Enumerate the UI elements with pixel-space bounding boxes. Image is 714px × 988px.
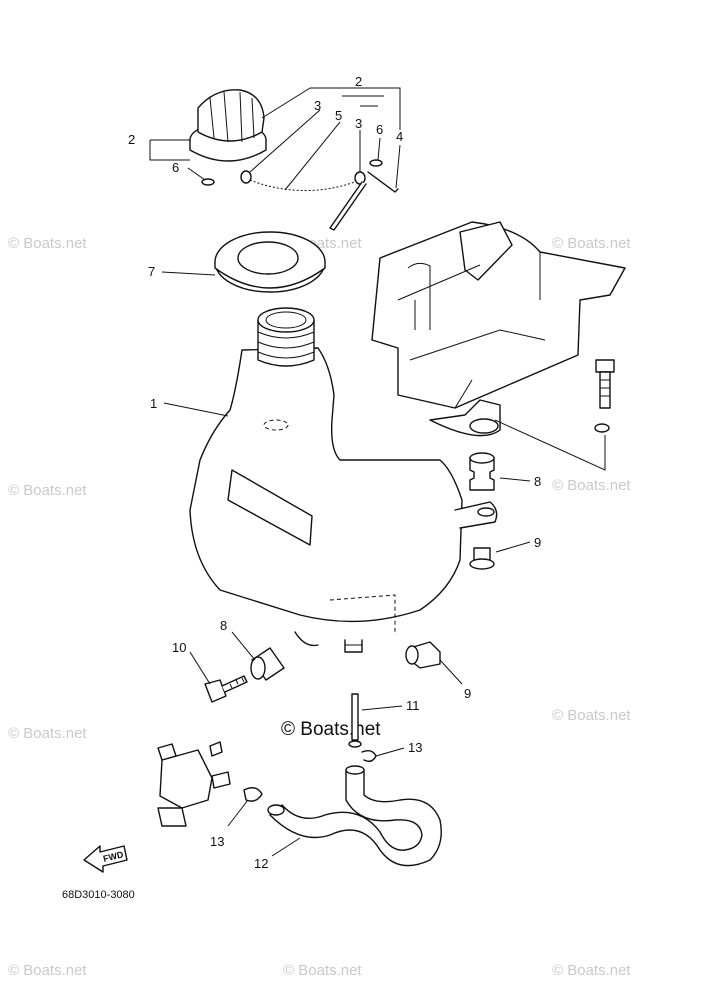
callout-9-lower: 9 [464, 686, 471, 701]
forward-arrow-icon: FWD [83, 845, 128, 873]
collar-upper [469, 547, 495, 570]
callout-1: 1 [150, 396, 157, 411]
callout-2-left: 2 [128, 132, 135, 147]
pin-11 [348, 693, 362, 748]
callout-4: 4 [396, 129, 403, 144]
clip-13-right [361, 749, 377, 763]
watermark: © Boats.net [283, 962, 362, 979]
callout-10: 10 [172, 640, 186, 655]
callout-8-left: 8 [220, 618, 227, 633]
callout-6-right: 6 [376, 122, 383, 137]
clip-13-left [243, 787, 263, 802]
callout-2-top: 2 [355, 74, 362, 89]
callout-3-right: 3 [355, 116, 362, 131]
collar-lower [405, 641, 441, 669]
callout-7: 7 [148, 264, 155, 279]
callout-6-left: 6 [172, 160, 179, 175]
grommet-upper [469, 452, 495, 491]
watermark: © Boats.net [552, 707, 631, 724]
fwd-label: FWD [102, 849, 125, 864]
watermark: © Boats.net [8, 235, 87, 252]
mounting-bracket [371, 221, 626, 471]
fuel-joint [157, 741, 231, 827]
callout-9-upper: 9 [534, 535, 541, 550]
leader-lines [149, 87, 531, 857]
callout-12: 12 [254, 856, 268, 871]
watermark: © Boats.net [552, 235, 631, 252]
cap-chain-assembly [201, 159, 399, 231]
callout-11: 11 [406, 698, 420, 713]
callout-labels: 2 3 5 3 6 4 2 6 7 1 8 9 8 10 9 11 13 13 … [128, 74, 541, 871]
callout-3-left: 3 [314, 98, 321, 113]
fuel-hose [267, 765, 442, 867]
callout-13-right: 13 [408, 740, 422, 755]
grommet-lower [250, 647, 285, 681]
watermark: © Boats.net [8, 962, 87, 979]
callout-13-left: 13 [210, 834, 224, 849]
watermark: © Boats.net [8, 482, 87, 499]
fuel-tank [189, 307, 498, 653]
watermark-center: © Boats.net [281, 719, 381, 740]
watermark-group: © Boats.net © Boats.net © Boats.net © Bo… [8, 235, 631, 979]
callout-8-right: 8 [534, 474, 541, 489]
fuel-cap [189, 89, 267, 162]
drawing-code: 68D3010-3080 [62, 889, 135, 901]
callout-5: 5 [335, 108, 342, 123]
filler-gasket [214, 231, 326, 293]
watermark: © Boats.net [552, 477, 631, 494]
watermark: © Boats.net [552, 962, 631, 979]
watermark: © Boats.net [8, 725, 87, 742]
bolt-10 [204, 675, 248, 703]
